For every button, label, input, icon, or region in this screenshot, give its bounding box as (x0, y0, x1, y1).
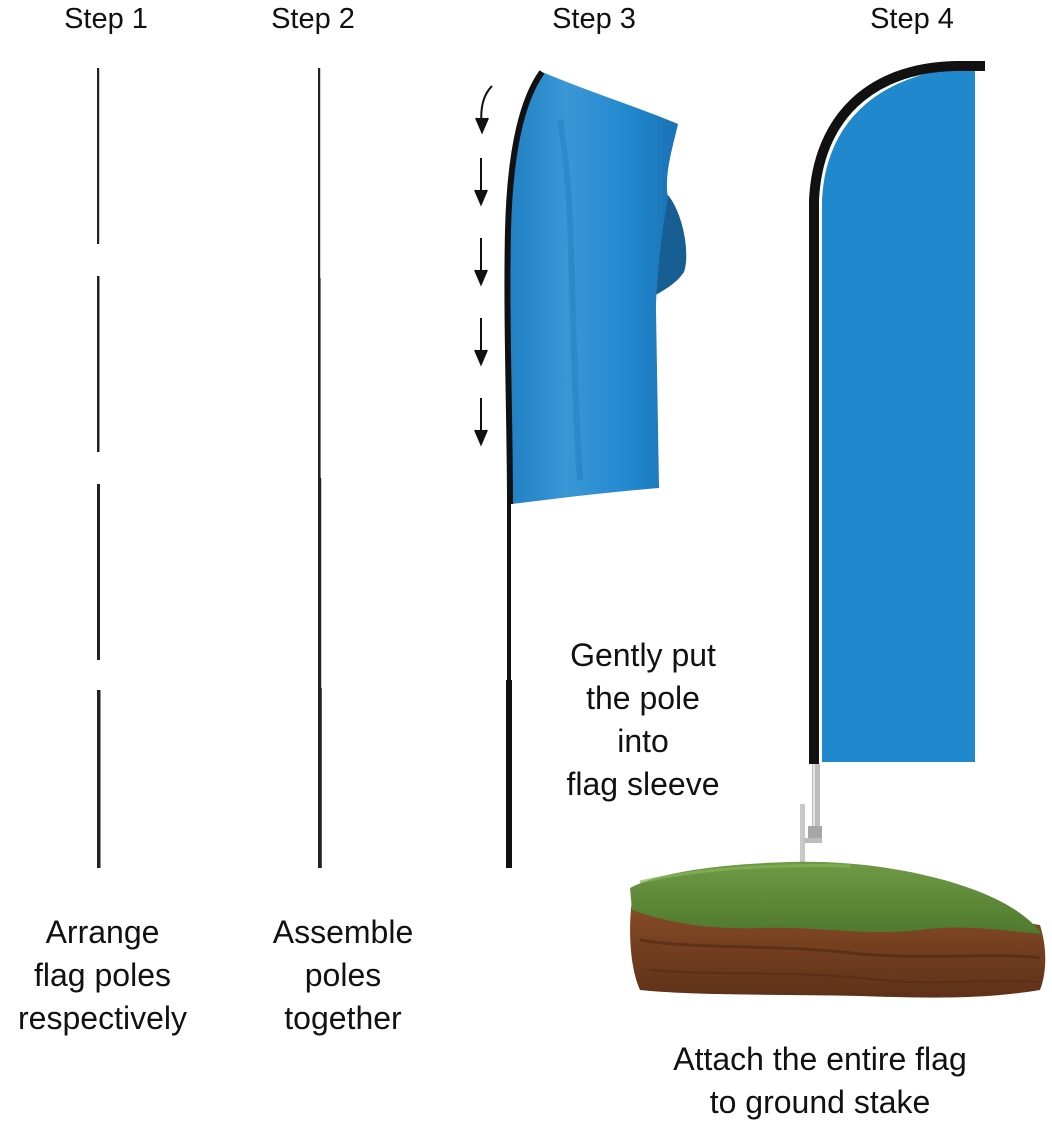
caption-line: Attach the entire flag (673, 1041, 967, 1077)
caption-line: flag poles (34, 957, 171, 993)
pole-segment-2 (97, 276, 100, 452)
caption-line: flag sleeve (566, 766, 720, 802)
caption-line: Gently put (570, 637, 716, 673)
caption-line: to ground stake (709, 1084, 931, 1120)
ground-island (630, 861, 1046, 998)
assembled-pole (318, 68, 322, 868)
step-3-title: Step 3 (552, 3, 636, 35)
down-arrow-icon (474, 85, 493, 447)
ground-stake (800, 764, 822, 862)
step-4-flag (809, 61, 985, 764)
caption-line: the pole (586, 680, 700, 716)
step-2-caption: Assemble poles together (250, 911, 436, 1040)
pole-segment-1 (97, 68, 100, 244)
step-1-title: Step 1 (64, 3, 148, 35)
caption-line: respectively (18, 1000, 187, 1036)
step-1-caption: Arrange flag poles respectively (0, 911, 205, 1040)
caption-line: into (617, 723, 669, 759)
step-4-title: Step 4 (870, 3, 954, 35)
pole-segment-3 (97, 484, 100, 660)
step-3-flag (504, 70, 687, 505)
separated-pole-segments (97, 68, 101, 868)
step-4-caption: Attach the entire flag to ground stake (630, 1038, 1010, 1124)
pole-segment-4 (97, 690, 101, 868)
caption-line: Assemble (272, 914, 414, 950)
step-3-caption: Gently put the pole into flag sleeve (540, 634, 746, 806)
step-2-title: Step 2 (271, 3, 355, 35)
step-3-pole (506, 500, 512, 868)
caption-line: poles (304, 957, 382, 993)
caption-line: together (284, 1000, 402, 1036)
caption-line: Arrange (45, 914, 160, 950)
